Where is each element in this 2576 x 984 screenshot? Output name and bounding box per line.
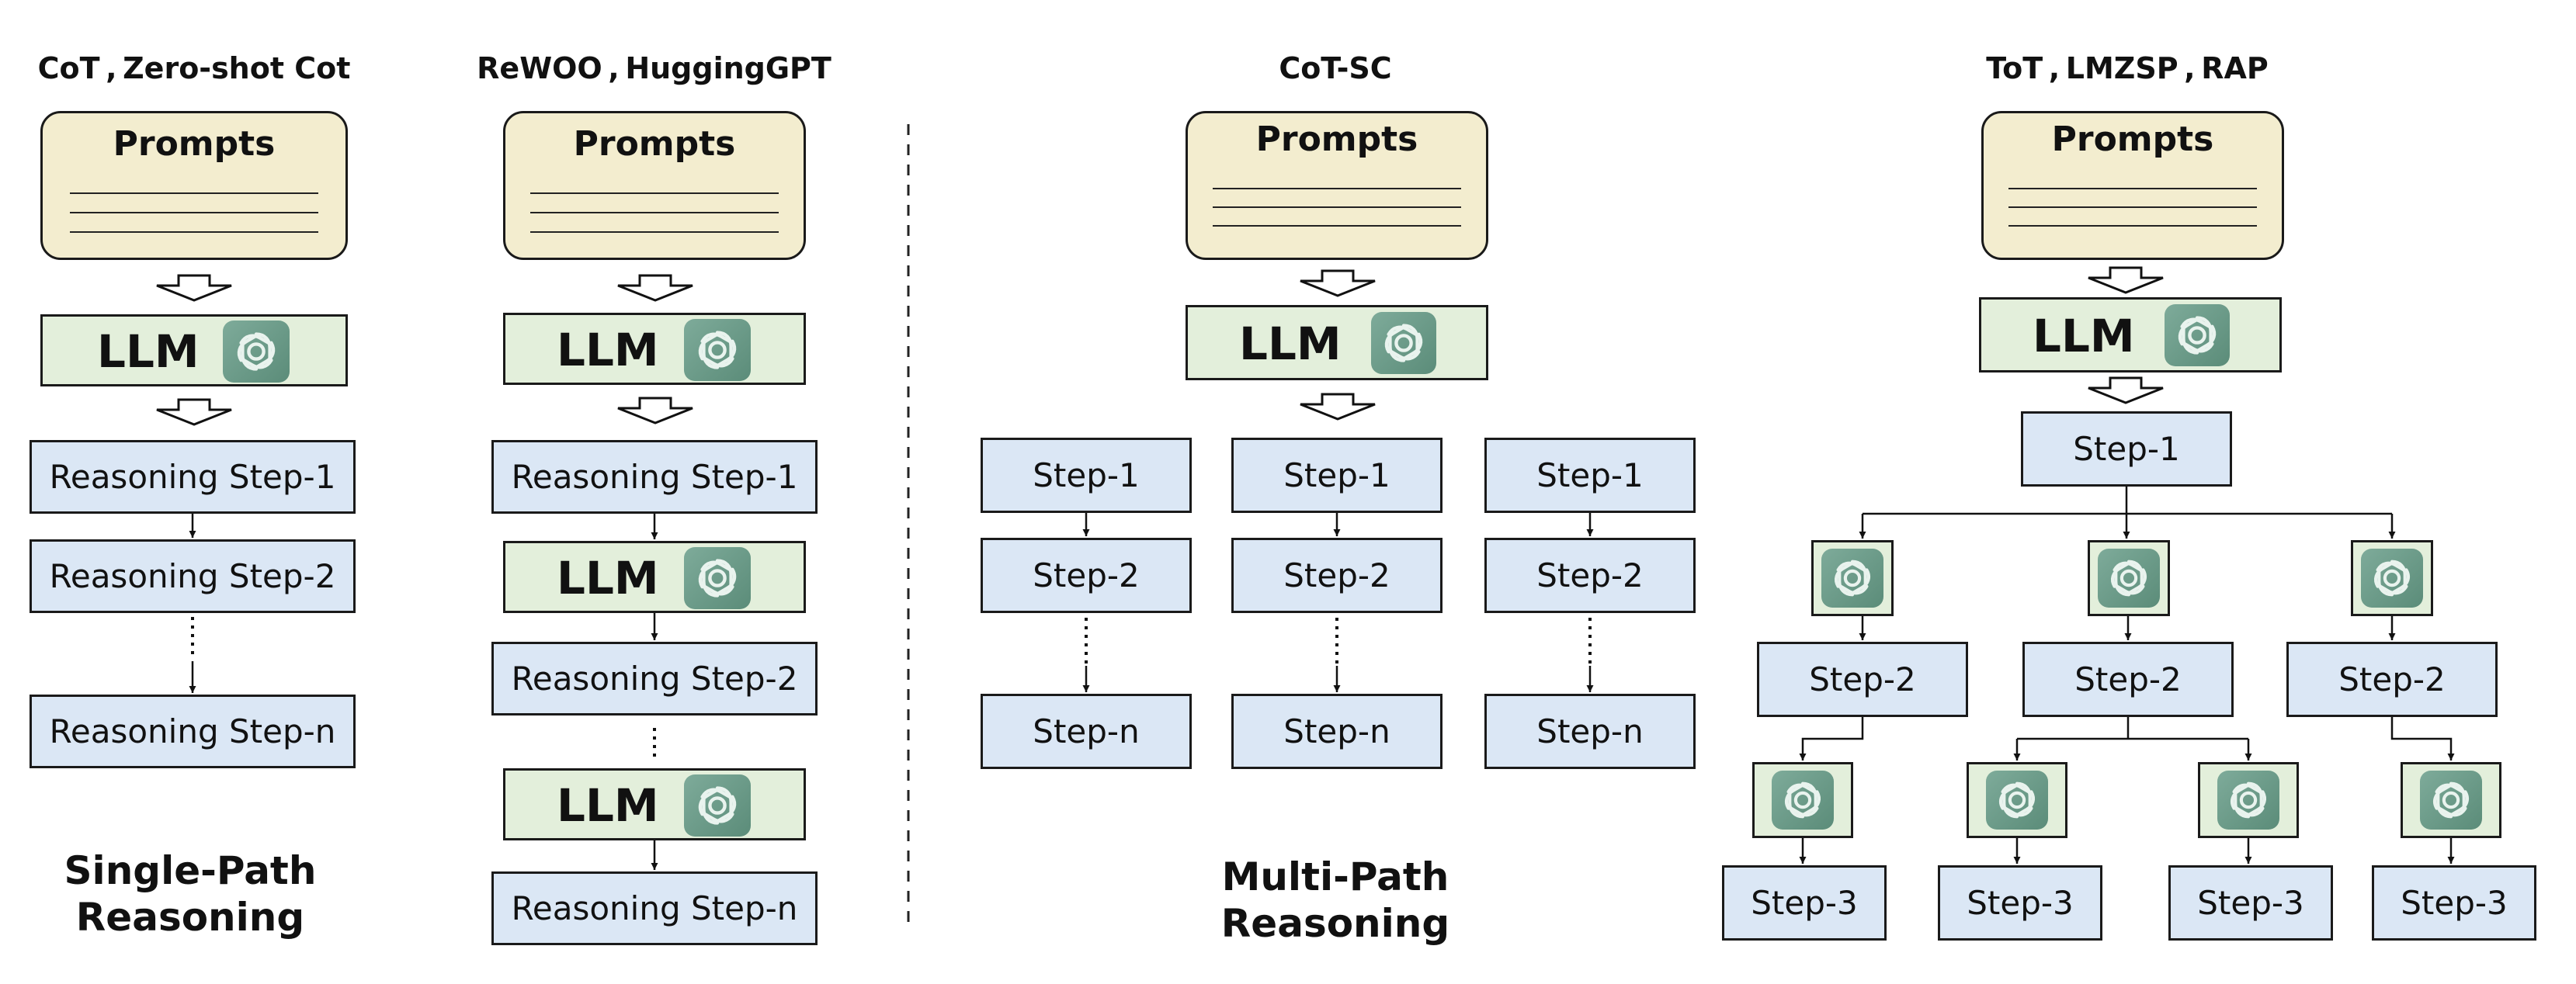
prompt-line <box>530 231 779 233</box>
openai-logo-icon <box>2165 304 2230 366</box>
prompt-line <box>1213 188 1461 189</box>
prompt-line <box>70 192 318 194</box>
tot-step-3-c: Step-3 <box>2168 865 2333 941</box>
step-n-path-c: Step-n <box>1484 694 1696 769</box>
llm-node-tot-left <box>1811 540 1894 616</box>
step-1-path-a: Step-1 <box>981 438 1192 513</box>
tot-step-3-a: Step-3 <box>1722 865 1887 941</box>
openai-logo-icon <box>1986 771 2048 830</box>
tot-step-2-right: Step-2 <box>2286 642 2498 717</box>
prompt-line <box>2008 206 2257 208</box>
openai-logo-icon <box>2217 771 2279 830</box>
prompt-title: Prompts <box>113 124 276 164</box>
section-line1: Single-Path <box>64 848 317 893</box>
step-1-path-c: Step-1 <box>1484 438 1696 513</box>
tot-step-3-d: Step-3 <box>2372 865 2536 941</box>
llm-box-col2-c: LLM <box>503 768 806 840</box>
step-2-path-c: Step-2 <box>1484 538 1696 613</box>
llm-label: LLM <box>557 779 659 832</box>
tot-step-3-b: Step-3 <box>1938 865 2102 941</box>
prompt-title: Prompts <box>573 124 736 164</box>
llm-label: LLM <box>1239 317 1342 370</box>
prompt-title: Prompts <box>2051 120 2214 159</box>
block-arrow <box>1300 393 1376 421</box>
openai-logo-icon <box>684 319 751 381</box>
llm-label: LLM <box>557 552 659 605</box>
prompt-line <box>70 212 318 213</box>
reasoning-step-2-col2: Reasoning Step-2 <box>491 642 818 715</box>
reasoning-step-1-col1: Reasoning Step-1 <box>30 440 356 514</box>
reasoning-step-2-col1: Reasoning Step-2 <box>30 539 356 613</box>
block-arrow <box>1300 269 1376 297</box>
step-n-path-a: Step-n <box>981 694 1192 769</box>
llm-box-col4: LLM <box>1979 297 2282 372</box>
section-line1: Multi-Path <box>1221 854 1449 899</box>
tree-link <box>2390 717 2455 761</box>
section-line2: Reasoning <box>1220 901 1450 946</box>
column-title-tot: ToT , LMZSP , RAP <box>1986 51 2269 85</box>
step-n-path-b: Step-n <box>1231 694 1442 769</box>
tot-step-2-mid: Step-2 <box>2022 642 2234 717</box>
prompt-box-col4: Prompts <box>1981 111 2284 260</box>
llm-label: LLM <box>97 325 200 378</box>
llm-node-tot-mid <box>2088 540 2170 616</box>
llm-box-col2-a: LLM <box>503 313 806 385</box>
prompt-line <box>1213 206 1461 208</box>
block-arrow <box>617 274 693 302</box>
section-label-single-path: Single-Path Reasoning <box>16 847 365 941</box>
openai-logo-icon <box>2420 771 2482 830</box>
openai-logo-icon <box>223 320 290 383</box>
prompt-line <box>530 212 779 213</box>
block-arrow <box>617 397 693 424</box>
block-arrow <box>156 274 232 302</box>
tot-step-1: Step-1 <box>2021 411 2232 487</box>
reasoning-step-n-col1: Reasoning Step-n <box>30 695 356 768</box>
openai-logo-icon <box>684 774 751 837</box>
block-arrow <box>2088 266 2164 294</box>
openai-logo-icon <box>1371 312 1436 374</box>
openai-logo-icon <box>2361 549 2423 608</box>
llm-node-tot-l3-a <box>1752 762 1853 838</box>
tot-step-2-left: Step-2 <box>1757 642 1968 717</box>
reasoning-step-n-col2: Reasoning Step-n <box>491 871 818 945</box>
openai-logo-icon <box>684 547 751 609</box>
prompt-line <box>2008 225 2257 227</box>
llm-label: LLM <box>2033 310 2135 362</box>
column-title-rewoo: ReWOO , HuggingGPT <box>477 51 831 85</box>
prompt-box-col3: Prompts <box>1186 111 1488 260</box>
step-2-path-b: Step-2 <box>1231 538 1442 613</box>
prompt-box-col2: Prompts <box>503 111 806 260</box>
llm-node-tot-right <box>2351 540 2433 616</box>
openai-logo-icon <box>1772 771 1834 830</box>
llm-node-tot-l3-c <box>2198 762 2299 838</box>
step-1-path-b: Step-1 <box>1231 438 1442 513</box>
section-line2: Reasoning <box>75 895 305 940</box>
openai-logo-icon <box>1821 549 1883 608</box>
llm-node-tot-l3-d <box>2401 762 2501 838</box>
llm-label: LLM <box>557 324 659 376</box>
prompt-line <box>2008 188 2257 189</box>
step-2-path-a: Step-2 <box>981 538 1192 613</box>
llm-node-tot-l3-b <box>1967 762 2067 838</box>
openai-logo-icon <box>2098 549 2160 608</box>
prompt-line <box>530 192 779 194</box>
tree-link <box>1799 717 1864 761</box>
block-arrow <box>156 398 232 426</box>
llm-box-col2-b: LLM <box>503 541 806 613</box>
prompt-line <box>1213 225 1461 227</box>
prompt-box-col1: Prompts <box>40 111 348 260</box>
reasoning-step-1-col2: Reasoning Step-1 <box>491 440 818 514</box>
block-arrow <box>2088 376 2164 404</box>
column-title-cot-sc: CoT-SC <box>1279 51 1392 85</box>
llm-box-col1: LLM <box>40 314 348 386</box>
section-label-multi-path: Multi-Path Reasoning <box>1157 854 1514 947</box>
llm-box-col3: LLM <box>1186 305 1488 380</box>
column-title-cot: CoT , Zero-shot Cot <box>37 51 351 85</box>
prompt-line <box>70 231 318 233</box>
prompt-title: Prompts <box>1255 120 1418 159</box>
